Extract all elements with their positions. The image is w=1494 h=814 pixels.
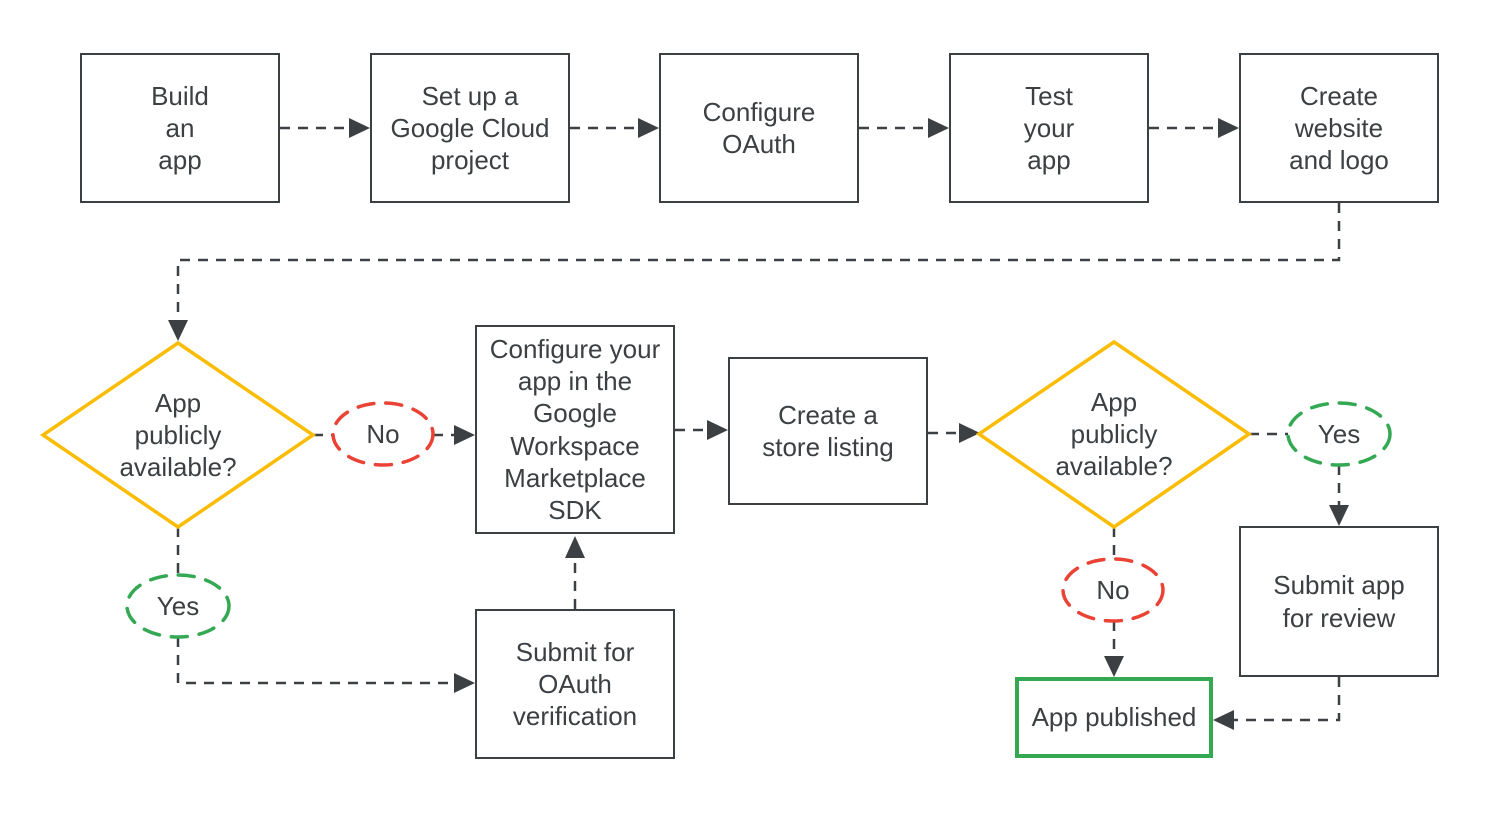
no-oval-right: [1061, 557, 1165, 623]
connector-submit-review-to-app-published: [1234, 677, 1341, 722]
decision-diamond-left: [39, 340, 317, 530]
arrowhead-into-submit-oauth: [454, 673, 475, 693]
node-submit-oauth-verification: Submit for OAuth verification: [475, 609, 675, 759]
arrowhead-into-configure-sdk-bottom: [565, 536, 585, 558]
node-app-published: App published: [1015, 677, 1213, 758]
node-create-store-listing: Create a store listing: [728, 357, 928, 505]
decision-diamond-right: [975, 339, 1253, 530]
node-submit-app-for-review: Submit app for review: [1239, 526, 1439, 677]
connector-website-to-decision-left: [176, 203, 1341, 320]
decision-left-label: App publicly available?: [119, 387, 237, 483]
decision-right-label: App publicly available?: [1055, 386, 1173, 482]
arrowhead-into-store-listing: [707, 420, 728, 440]
node-create-website: Create website and logo: [1239, 53, 1439, 203]
arrowhead-into-decision-right: [959, 423, 980, 443]
yes-oval-right: [1286, 401, 1392, 467]
node-build-app: Build an app: [80, 53, 280, 203]
node-setup-project: Set up a Google Cloud project: [370, 53, 570, 203]
arrowhead-into-decision-left: [168, 320, 188, 341]
yes-oval-left: [125, 573, 231, 639]
connector-yes-to-submit-oauth: [176, 637, 454, 685]
arrowhead-build-to-setup: [349, 118, 370, 138]
arrowhead-into-app-published-right: [1213, 710, 1234, 730]
no-oval-left: [331, 401, 435, 467]
arrowhead-test-to-website: [1218, 118, 1239, 138]
yes-label-left: Yes: [156, 590, 200, 621]
no-label-right: No: [1096, 574, 1130, 605]
yes-label-right: Yes: [1317, 418, 1361, 449]
arrowhead-into-app-published-top: [1104, 656, 1124, 677]
node-test-app: Test your app: [949, 53, 1149, 203]
arrowhead-setup-to-oauth: [638, 118, 659, 138]
no-label-left: No: [366, 418, 400, 449]
arrowhead-into-configure-sdk-left: [454, 425, 475, 445]
arrowhead-oauth-to-test: [928, 118, 949, 138]
node-configure-marketplace-sdk: Configure your app in the Google Workspa…: [475, 325, 675, 534]
arrowhead-into-submit-review: [1329, 505, 1349, 526]
node-configure-oauth: Configure OAuth: [659, 53, 859, 203]
